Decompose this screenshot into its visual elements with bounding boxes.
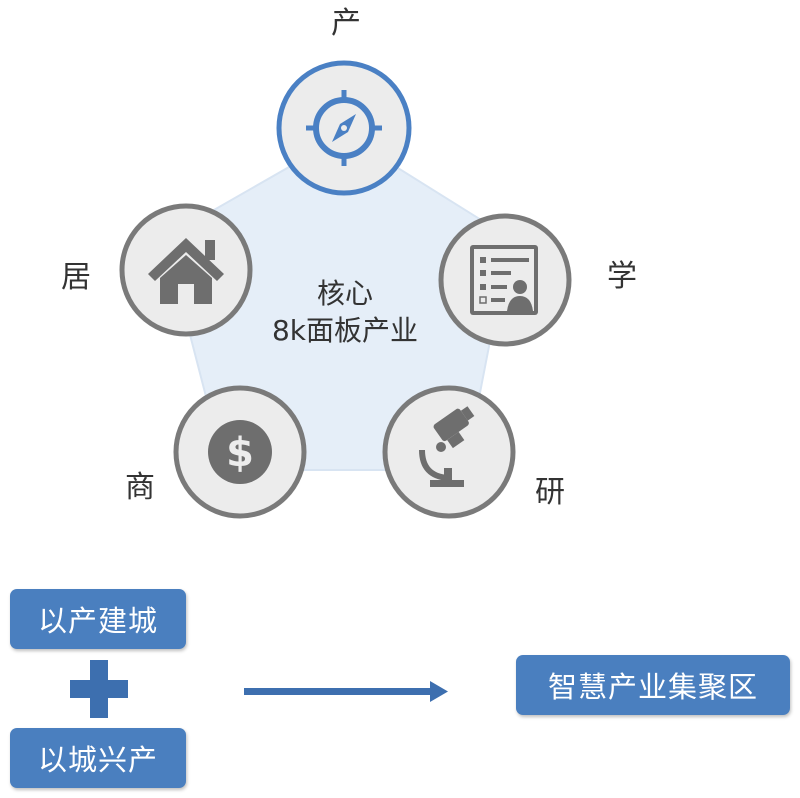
node-bottom-left-label: 商 — [125, 470, 155, 505]
svg-text:$: $ — [226, 430, 254, 476]
node-bottom-left: $ — [173, 385, 307, 519]
result-box: 智慧产业集聚区 — [516, 655, 790, 715]
node-left-label: 居 — [61, 260, 91, 295]
house-icon — [148, 238, 224, 304]
node-bottom-right — [382, 385, 516, 519]
node-bottom-right-label: 研 — [535, 475, 565, 510]
dollar-icon: $ — [208, 420, 272, 484]
plus-icon — [70, 660, 128, 718]
node-top-label: 产 — [331, 6, 361, 41]
node-left — [119, 203, 253, 337]
node-top — [276, 60, 412, 196]
center-subtitle: 8k面板产业 — [272, 314, 418, 347]
strategy-box-top: 以产建城 — [10, 589, 186, 649]
node-right-label: 学 — [607, 259, 637, 294]
arrow-right-icon — [244, 681, 448, 702]
strategy-box-bottom: 以城兴产 — [10, 728, 186, 788]
resume-icon — [470, 245, 538, 315]
microscope-icon — [419, 406, 475, 487]
pentagon-diagram: 核心 8k面板产业 产 — [61, 6, 637, 519]
compass-icon — [306, 90, 382, 166]
center-title: 核心 — [317, 277, 373, 310]
node-right — [438, 213, 572, 347]
